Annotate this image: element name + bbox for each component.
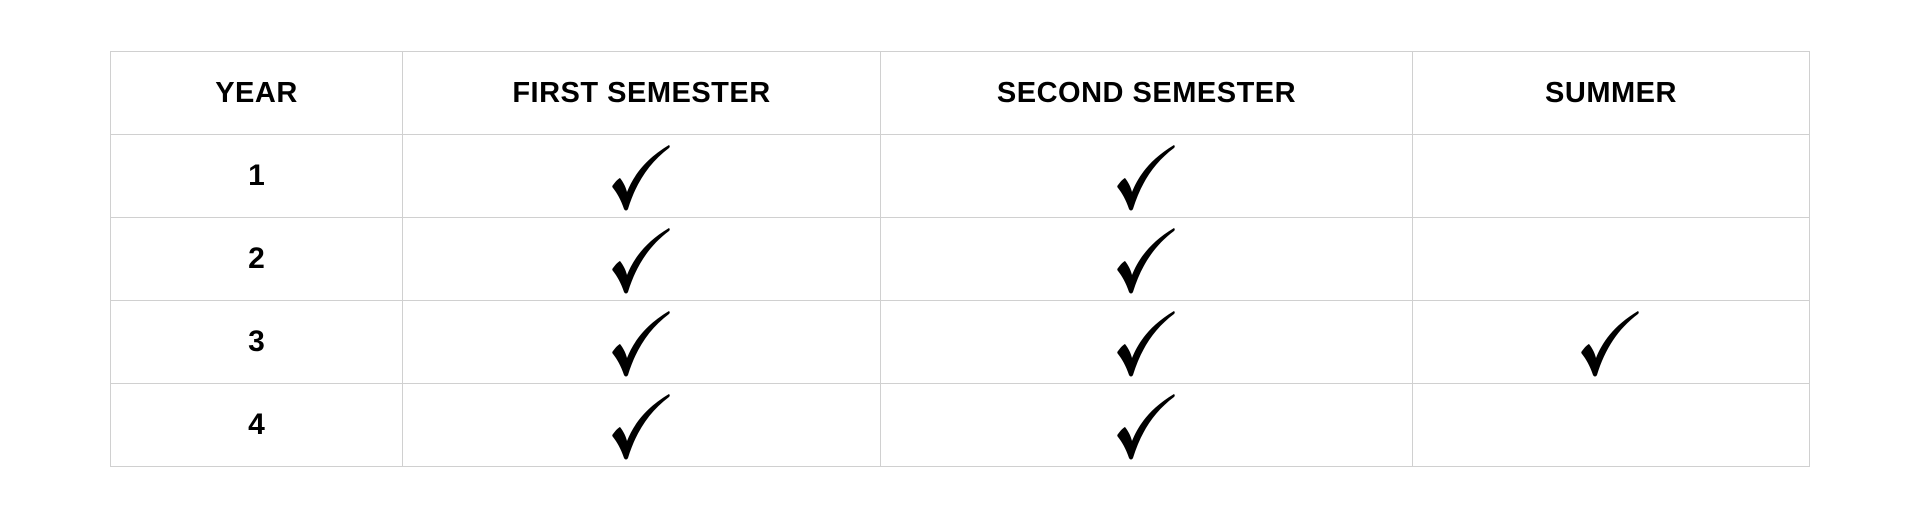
- checkmark-icon: [611, 143, 673, 213]
- summer-cell: [1412, 383, 1810, 467]
- second-semester-cell: [880, 134, 1413, 218]
- header-row: YEAR FIRST SEMESTER SECOND SEMESTER SUMM…: [110, 51, 1810, 135]
- table-row: 1: [110, 134, 1810, 218]
- schedule-table: YEAR FIRST SEMESTER SECOND SEMESTER SUMM…: [110, 51, 1810, 467]
- year-cell: 4: [110, 383, 403, 467]
- checkmark-icon: [1116, 309, 1178, 379]
- header-second-semester: SECOND SEMESTER: [880, 51, 1413, 135]
- second-semester-cell: [880, 217, 1413, 301]
- first-semester-cell: [402, 217, 881, 301]
- checkmark-icon: [611, 226, 673, 296]
- checkmark-icon: [1116, 143, 1178, 213]
- header-summer: SUMMER: [1412, 51, 1810, 135]
- second-semester-cell: [880, 383, 1413, 467]
- summer-cell: [1412, 217, 1810, 301]
- header-first-semester: FIRST SEMESTER: [402, 51, 881, 135]
- checkmark-icon: [1580, 309, 1642, 379]
- schedule-table-container: YEAR FIRST SEMESTER SECOND SEMESTER SUMM…: [110, 51, 1810, 467]
- second-semester-cell: [880, 300, 1413, 384]
- summer-cell: [1412, 300, 1810, 384]
- header-year: YEAR: [110, 51, 403, 135]
- year-cell: 3: [110, 300, 403, 384]
- checkmark-icon: [611, 392, 673, 462]
- first-semester-cell: [402, 134, 881, 218]
- table-row: 2: [110, 217, 1810, 301]
- table-row: 3: [110, 300, 1810, 384]
- year-cell: 1: [110, 134, 403, 218]
- checkmark-icon: [1116, 226, 1178, 296]
- checkmark-icon: [1116, 392, 1178, 462]
- summer-cell: [1412, 134, 1810, 218]
- first-semester-cell: [402, 300, 881, 384]
- first-semester-cell: [402, 383, 881, 467]
- checkmark-icon: [611, 309, 673, 379]
- year-cell: 2: [110, 217, 403, 301]
- table-row: 4: [110, 383, 1810, 467]
